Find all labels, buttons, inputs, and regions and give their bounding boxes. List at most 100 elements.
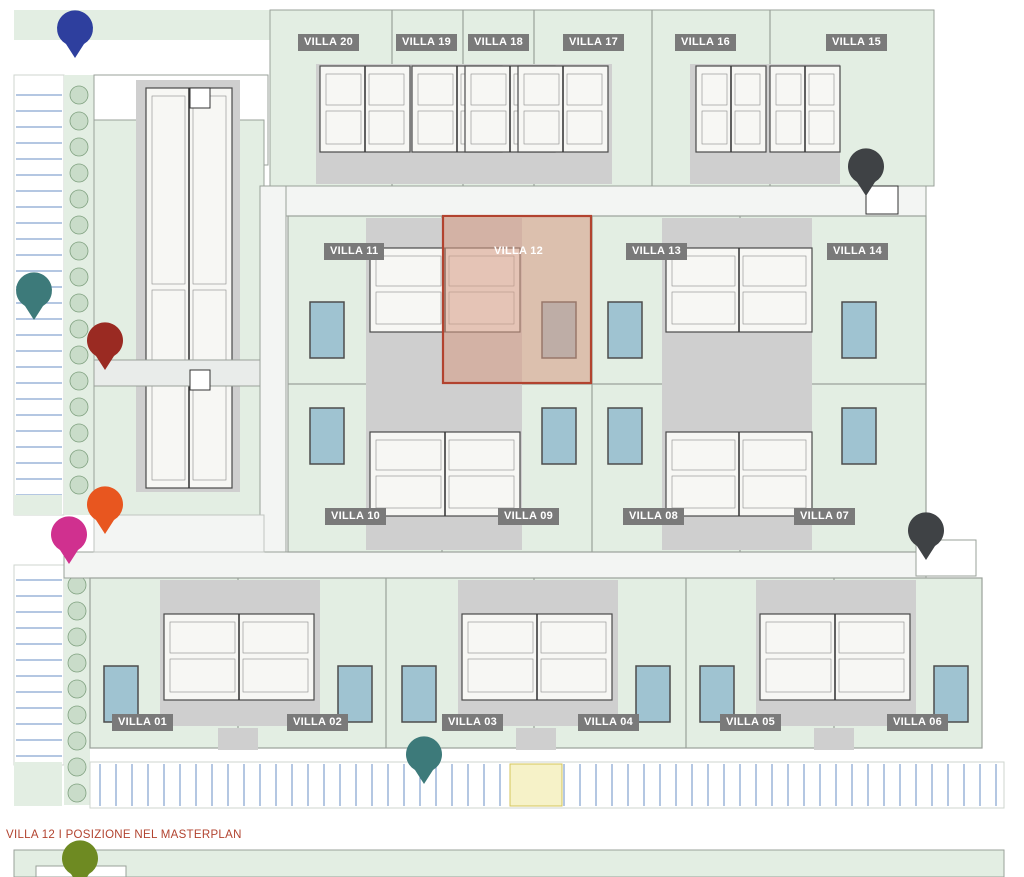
room — [375, 255, 442, 287]
map-pin-icon — [51, 516, 88, 564]
room — [375, 291, 442, 325]
room — [368, 73, 405, 106]
villa-label-13[interactable]: VILLA 13 — [626, 243, 688, 260]
pool — [841, 301, 877, 359]
villa-label-09[interactable]: VILLA 09 — [498, 508, 560, 525]
villa-label-07[interactable]: VILLA 07 — [794, 508, 856, 525]
room — [375, 475, 442, 509]
tree — [69, 345, 89, 365]
room — [368, 110, 405, 145]
villa-label-05[interactable]: VILLA 05 — [720, 714, 782, 731]
room — [742, 291, 807, 325]
map-caption: VILLA 12 I POSIZIONE NEL MASTERPLAN — [6, 829, 242, 841]
tree — [69, 241, 89, 261]
room — [417, 110, 454, 145]
room — [671, 475, 736, 509]
pool — [337, 665, 373, 723]
tree — [67, 731, 87, 751]
villa-label-04[interactable]: VILLA 04 — [578, 714, 640, 731]
tree — [69, 137, 89, 157]
stair-core — [189, 369, 211, 391]
apartment-passage — [93, 359, 261, 387]
tree — [69, 423, 89, 443]
tree — [69, 85, 89, 105]
map-pin-icon — [406, 736, 442, 784]
green-corner — [14, 495, 62, 515]
room — [467, 621, 534, 654]
tree — [67, 653, 87, 673]
paving — [218, 728, 258, 750]
stair-block — [865, 185, 899, 215]
room — [242, 658, 309, 693]
map-pin-icon — [56, 10, 93, 59]
road-entry — [93, 514, 265, 553]
green-corner — [14, 762, 62, 806]
room — [566, 110, 603, 145]
villa-label-20[interactable]: VILLA 20 — [298, 34, 360, 51]
villa-label-03[interactable]: VILLA 03 — [442, 714, 504, 731]
villa-label-11[interactable]: VILLA 11 — [324, 243, 385, 260]
pool — [309, 301, 345, 359]
pool — [401, 665, 437, 723]
tree — [69, 319, 89, 339]
villa-label-12[interactable]: VILLA 12 — [494, 245, 544, 257]
room — [523, 73, 560, 106]
tree — [69, 293, 89, 313]
room — [151, 95, 186, 285]
accessible-parking — [509, 763, 563, 807]
tree — [67, 679, 87, 699]
tree — [69, 267, 89, 287]
villa-label-15[interactable]: VILLA 15 — [826, 34, 888, 51]
room — [540, 621, 607, 654]
parking-west-lower — [13, 564, 65, 766]
room — [325, 110, 362, 145]
room — [742, 475, 807, 509]
villa-label-18[interactable]: VILLA 18 — [468, 34, 530, 51]
tree — [69, 163, 89, 183]
room — [742, 255, 807, 287]
room — [775, 73, 802, 106]
tree — [67, 783, 87, 803]
room — [448, 439, 515, 471]
map-pin-icon — [87, 486, 123, 534]
villa-label-02[interactable]: VILLA 02 — [287, 714, 349, 731]
villa-label-16[interactable]: VILLA 16 — [675, 34, 737, 51]
map-pin-icon — [87, 322, 123, 370]
road-north — [259, 185, 927, 217]
villa-label-06[interactable]: VILLA 06 — [887, 714, 949, 731]
villa-label-08[interactable]: VILLA 08 — [623, 508, 685, 525]
villa-12-highlight — [441, 214, 593, 385]
pool — [309, 407, 345, 465]
villa-label-14[interactable]: VILLA 14 — [827, 243, 889, 260]
villa-label-17[interactable]: VILLA 17 — [563, 34, 625, 51]
room — [566, 73, 603, 106]
room — [470, 110, 507, 145]
tree — [69, 371, 89, 391]
tree — [67, 575, 87, 595]
tree — [67, 705, 87, 725]
paving — [814, 728, 854, 750]
room — [169, 621, 236, 654]
room — [808, 73, 835, 106]
tree — [69, 397, 89, 417]
tree — [67, 601, 87, 621]
tree — [69, 449, 89, 469]
room — [448, 475, 515, 509]
room — [470, 73, 507, 106]
room — [375, 439, 442, 471]
pool — [607, 301, 643, 359]
villa-label-19[interactable]: VILLA 19 — [396, 34, 458, 51]
pool — [699, 665, 735, 723]
room — [325, 73, 362, 106]
room — [838, 658, 905, 693]
tree — [69, 189, 89, 209]
room — [734, 110, 761, 145]
villa-label-10[interactable]: VILLA 10 — [325, 508, 387, 525]
tree — [67, 627, 87, 647]
pool — [607, 407, 643, 465]
pool — [541, 407, 577, 465]
villa-label-01[interactable]: VILLA 01 — [112, 714, 174, 731]
paving — [719, 362, 761, 404]
